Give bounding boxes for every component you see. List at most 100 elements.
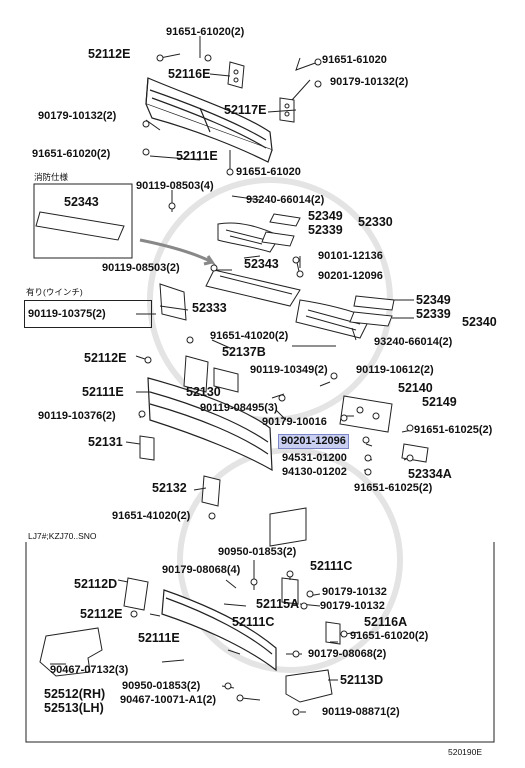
arrow-transfer	[139, 238, 217, 266]
part-52513-lh[interactable]: 52513(LH)	[44, 701, 104, 715]
spacer-52349-b	[353, 295, 395, 311]
note-lower-models: LJ7#;KZJ70..SNO	[28, 531, 97, 541]
spacer-52339-b	[349, 311, 393, 327]
part-52340[interactable]: 52340	[462, 315, 497, 329]
leader-mid-group	[136, 190, 414, 347]
part-91651-61025-2-upper[interactable]: 91651-61025(2)	[414, 424, 493, 436]
part-52349-lower[interactable]: 52349	[416, 293, 451, 307]
part-90119-08503-2[interactable]: 90119-08503(2)	[102, 262, 180, 274]
part-90179-10132-2-left[interactable]: 90179-10132(2)	[38, 110, 117, 122]
part-90119-10375-2[interactable]: 90119-10375(2)	[28, 308, 106, 320]
part-91651-61020-bottom[interactable]: 91651-61020	[236, 166, 301, 178]
part-52112E-mid[interactable]: 52112E	[84, 351, 127, 365]
part-91651-41020-2-lower[interactable]: 91651-41020(2)	[112, 510, 191, 522]
front-bumper-mid	[147, 377, 273, 472]
front-bumper-lower	[161, 589, 277, 672]
part-90179-10132-b[interactable]: 90179-10132	[320, 600, 385, 612]
part-52149[interactable]: 52149	[422, 395, 457, 409]
fasteners	[130, 54, 414, 716]
part-52115A[interactable]: 52115A	[256, 597, 300, 611]
part-90119-10612-2[interactable]: 90119-10612(2)	[356, 364, 434, 376]
part-90179-10132-a[interactable]: 90179-10132	[322, 586, 387, 598]
spacer-52339-a	[261, 231, 295, 247]
part-52333[interactable]: 52333	[192, 301, 227, 315]
part-90119-08871-2[interactable]: 90119-08871(2)	[322, 706, 400, 718]
part-91651-61020-2-top[interactable]: 91651-61020(2)	[166, 26, 245, 38]
part-94130-01202[interactable]: 94130-01202	[282, 466, 347, 478]
support-lower	[269, 507, 307, 547]
bracket-52116E	[227, 61, 245, 89]
part-91651-61020-2-lower[interactable]: 91651-61020(2)	[350, 630, 429, 642]
part-52334A[interactable]: 52334A	[408, 467, 452, 481]
part-90179-10016[interactable]: 90179-10016	[262, 416, 327, 428]
part-52131[interactable]: 52131	[88, 435, 123, 449]
part-52343-fire[interactable]: 52343	[64, 195, 99, 209]
part-52132[interactable]: 52132	[152, 481, 187, 495]
part-52116A[interactable]: 52116A	[364, 615, 408, 629]
part-91651-61020-right[interactable]: 91651-61020	[322, 54, 387, 66]
part-91651-61020-2-left[interactable]: 91651-61020(2)	[32, 148, 111, 160]
part-90119-08495-3[interactable]: 90119-08495(3)	[200, 402, 278, 414]
bracket-52115A	[281, 577, 299, 605]
part-52349-top[interactable]: 52349	[308, 209, 343, 223]
part-52112D[interactable]: 52112D	[74, 577, 118, 591]
part-52112E-lower[interactable]: 52112E	[80, 607, 123, 621]
part-52111C-upper[interactable]: 52111C	[310, 559, 353, 573]
end-cap-52113D	[285, 669, 333, 703]
part-52117E[interactable]: 52117E	[224, 103, 267, 117]
spacer-52349-a	[269, 213, 301, 227]
part-90201-12096-upper[interactable]: 90201-12096	[318, 270, 383, 282]
part-90179-10132-2-right[interactable]: 90179-10132(2)	[330, 76, 409, 88]
note-fire-spec: 消防仕様	[34, 172, 69, 182]
part-93240-66014-2-top[interactable]: 93240-66014(2)	[246, 194, 325, 206]
part-52130[interactable]: 52130	[186, 385, 221, 399]
part-93240-66014-2-lower[interactable]: 93240-66014(2)	[374, 336, 453, 348]
note-winch: 有り(ウインチ)	[26, 287, 83, 297]
part-52111E-mid[interactable]: 52111E	[82, 385, 124, 399]
part-52330[interactable]: 52330	[358, 215, 393, 229]
part-52339-lower[interactable]: 52339	[416, 307, 451, 321]
bracket-52130	[183, 355, 209, 393]
part-52512-rh[interactable]: 52512(RH)	[44, 687, 106, 701]
part-52137B[interactable]: 52137B	[222, 345, 266, 359]
part-52111C-lower[interactable]: 52111C	[232, 615, 275, 629]
part-91651-41020-2-upper[interactable]: 91651-41020(2)	[210, 330, 289, 342]
bracket-52116A	[325, 621, 341, 645]
part-90201-12096-highlighted[interactable]: 90201-12096	[278, 434, 349, 449]
bracket-52131	[139, 435, 155, 461]
part-90950-01853-2-lower[interactable]: 90950-01853(2)	[122, 680, 201, 692]
bracket-52137B	[213, 367, 239, 393]
part-90119-10349-2[interactable]: 90119-10349(2)	[250, 364, 328, 376]
stay-52343	[205, 269, 301, 307]
bracket-52112D	[123, 577, 149, 611]
part-52111E-lower[interactable]: 52111E	[138, 631, 180, 645]
bracket-52333	[159, 283, 187, 321]
part-52113D[interactable]: 52113D	[340, 673, 384, 687]
section-divider	[25, 542, 495, 743]
part-90119-08503-4[interactable]: 90119-08503(4)	[136, 180, 214, 192]
part-90467-10071-a1-2[interactable]: 90467-10071-A1(2)	[120, 694, 217, 706]
part-52112E-top[interactable]: 52112E	[88, 47, 131, 61]
sheet-code: 520190E	[448, 747, 483, 757]
leader-top-group	[145, 36, 319, 170]
part-52343-stay[interactable]: 52343	[244, 257, 279, 271]
part-52111E-top[interactable]: 52111E	[176, 149, 218, 163]
winch-spec-box	[24, 300, 152, 328]
part-90101-12136[interactable]: 90101-12136	[318, 250, 383, 262]
part-90950-01853-2-upper[interactable]: 90950-01853(2)	[218, 546, 297, 558]
plate-52343-fire	[35, 211, 125, 241]
part-52140[interactable]: 52140	[398, 381, 433, 395]
front-bumper-upper	[145, 77, 273, 163]
bracket-52132	[201, 475, 221, 507]
part-52339-top[interactable]: 52339	[308, 223, 343, 237]
part-90119-10376-2[interactable]: 90119-10376(2)	[38, 410, 116, 422]
part-90467-07132-3[interactable]: 90467-07132(3)	[50, 664, 129, 676]
bracket-52140	[339, 395, 393, 433]
part-94531-01200[interactable]: 94531-01200	[282, 452, 347, 464]
part-90179-08068-4[interactable]: 90179-08068(4)	[162, 564, 241, 576]
part-90179-08068-2[interactable]: 90179-08068(2)	[308, 648, 387, 660]
part-52116E[interactable]: 52116E	[168, 67, 211, 81]
part-91651-61025-2-lower[interactable]: 91651-61025(2)	[354, 482, 433, 494]
